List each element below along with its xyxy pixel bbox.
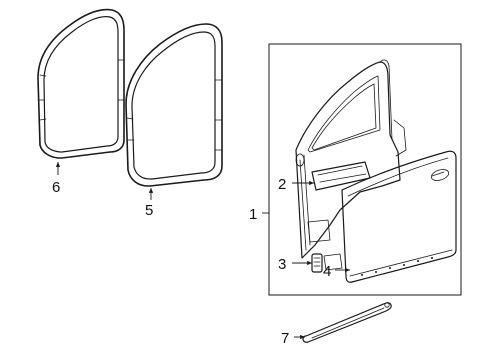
callout-6: 6 bbox=[52, 179, 60, 196]
door-shell-part-1 bbox=[295, 59, 407, 259]
callout-5: 5 bbox=[145, 202, 153, 219]
callout-3: 3 bbox=[278, 256, 286, 273]
seal-strip-part-7 bbox=[302, 302, 392, 343]
callout-2: 2 bbox=[278, 176, 286, 193]
outer-panel-part-4 bbox=[341, 150, 457, 283]
callout-4: 4 bbox=[323, 263, 331, 280]
reinforcement-part-2 bbox=[311, 161, 371, 191]
weatherstrip-part-5 bbox=[125, 23, 223, 187]
callout-7: 7 bbox=[281, 330, 289, 347]
door-assembly-box bbox=[268, 43, 462, 296]
callout-1: 1 bbox=[249, 206, 257, 223]
weatherstrip-part-6 bbox=[37, 8, 125, 159]
